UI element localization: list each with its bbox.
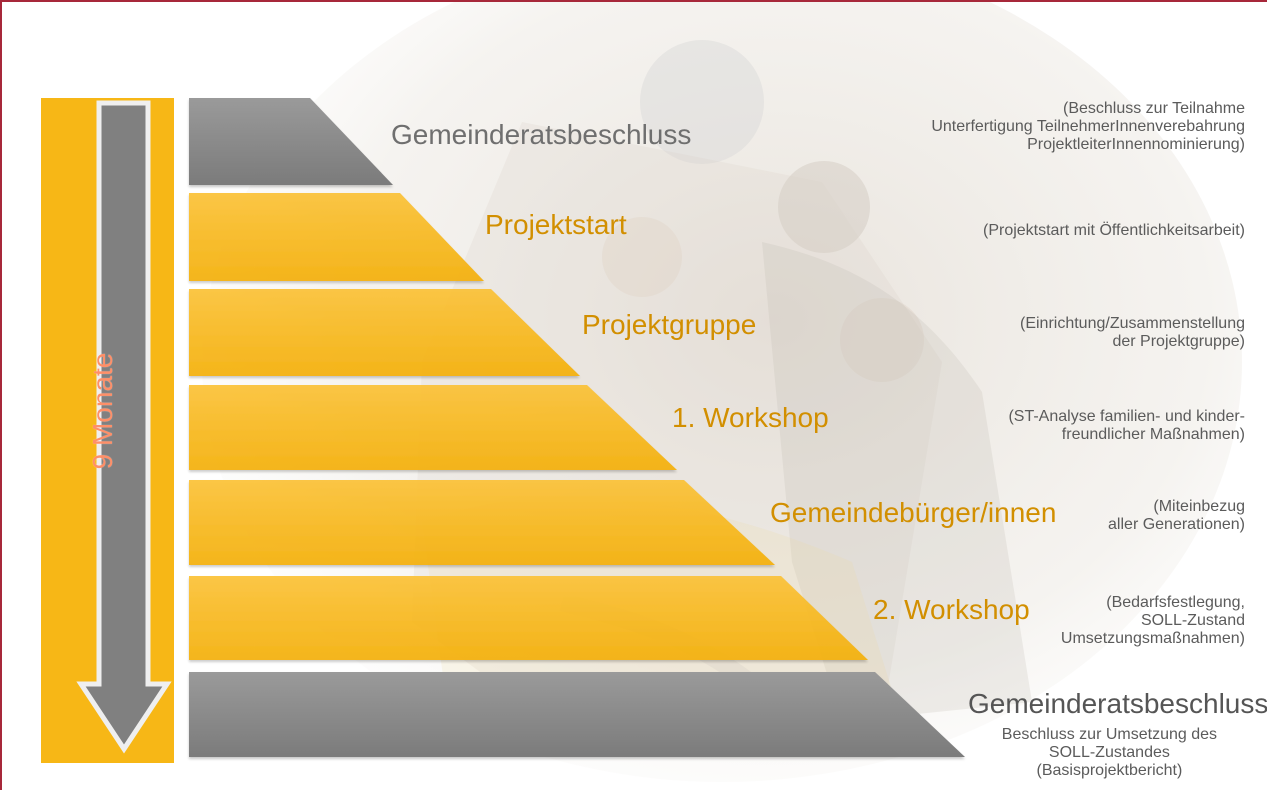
step-band-7 <box>189 672 965 757</box>
step-note-1-line-2: Unterfertigung TeilnehmerInnenverebahrun… <box>931 118 1245 135</box>
step-note-5-line-1: (Miteinbezug <box>1153 498 1245 515</box>
step-title-2: Projektstart <box>485 209 627 240</box>
step-note-3-line-2: der Projektgruppe) <box>1112 333 1245 350</box>
step-band-4 <box>189 385 677 470</box>
step-note-2: (Projektstart mit Öffentlichkeitsarbeit) <box>983 222 1245 240</box>
step-title-1: Gemeinderatsbeschluss <box>391 119 692 150</box>
duration-label: 9 Monate <box>87 352 118 470</box>
step-note-7-line-3: (Basisprojektbericht) <box>1036 762 1183 779</box>
step-note-1-line-1: (Beschluss zur Teilnahme <box>1062 100 1245 117</box>
step-note-7: Beschluss zur Umsetzung des SOLL-Zustand… <box>1002 726 1217 780</box>
step-title-4: 1. Workshop <box>672 402 829 433</box>
step-note-4-line-2: freundlicher Maßnahmen) <box>1061 426 1245 443</box>
step-note-6-line-2: SOLL-Zustand <box>1140 612 1245 629</box>
step-note-3: (Einrichtung/Zusammenstellung der Projek… <box>1020 315 1245 351</box>
step-band-2 <box>189 193 484 281</box>
step-note-6-line-1: (Bedarfsfestlegung, <box>1106 594 1245 611</box>
step-band-6 <box>189 576 868 660</box>
step-note-2-line-1: (Projektstart mit Öffentlichkeitsarbeit) <box>982 222 1245 239</box>
step-note-4-line-1: (ST-Analyse familien- und kinder- <box>1008 408 1245 425</box>
step-band-5 <box>189 480 775 565</box>
step-note-5-line-2: aller Generationen) <box>1108 516 1245 533</box>
step-note-7-line-1: Beschluss zur Umsetzung des <box>1001 726 1217 743</box>
step-title-5: Gemeindebürger/innen <box>770 497 1057 528</box>
step-note-5: (Miteinbezug aller Generationen) <box>1108 498 1245 534</box>
step-band-1 <box>189 98 393 185</box>
step-title-6: 2. Workshop <box>873 594 1030 625</box>
step-title-3: Projektgruppe <box>582 309 757 340</box>
step-note-4: (ST-Analyse familien- und kinder- freund… <box>1008 408 1245 444</box>
step-note-1-line-3: ProjektleiterInnennominierung) <box>1027 136 1245 153</box>
step-title-7: Gemeinderatsbeschluss <box>968 688 1267 719</box>
step-note-3-line-1: (Einrichtung/Zusammenstellung <box>1020 315 1245 332</box>
step-note-6-line-3: Umsetzungsmaßnahmen) <box>1060 630 1245 647</box>
step-note-1: (Beschluss zur Teilnahme Unterfertigung … <box>931 100 1245 154</box>
step-band-3 <box>189 289 580 376</box>
step-note-7-line-2: SOLL-Zustandes <box>1048 744 1170 761</box>
down-arrow-icon <box>76 100 172 754</box>
step-note-6: (Bedarfsfestlegung, SOLL-Zustand Umsetzu… <box>1061 594 1245 648</box>
